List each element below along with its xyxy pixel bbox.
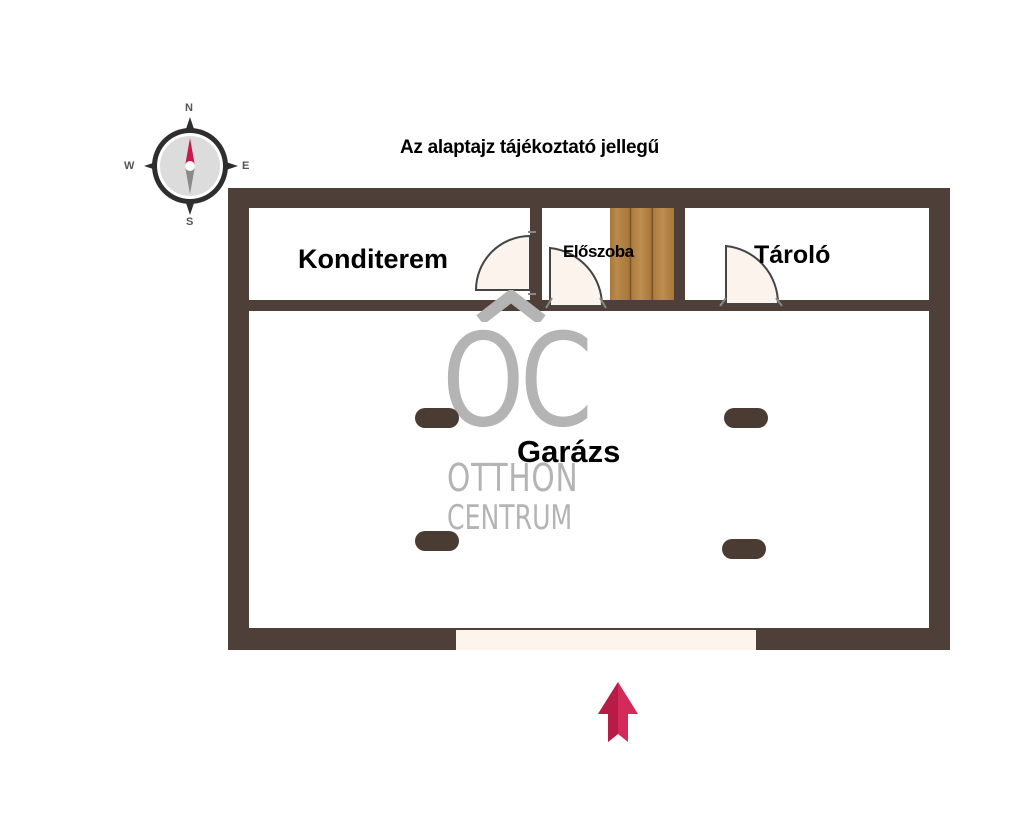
- doors: [474, 231, 783, 309]
- pillar: [722, 539, 766, 559]
- compass: N S W E: [118, 100, 263, 232]
- watermark-otthon: OTTHON: [447, 456, 579, 500]
- label-tarolo: Tároló: [754, 241, 831, 269]
- plan-title: Az alaptajz tájékoztató jellegű: [400, 137, 659, 158]
- watermark-chevron-icon: [476, 290, 546, 322]
- entrance-arrow-icon: [598, 682, 638, 742]
- compass-south-label: S: [186, 216, 194, 228]
- door-tarolo-icon: [719, 244, 783, 307]
- staircase: [610, 208, 674, 300]
- garage-door-opening: [456, 630, 756, 650]
- pillar: [724, 408, 768, 428]
- room-garazs: [249, 311, 929, 628]
- compass-west-label: W: [124, 160, 135, 172]
- label-konditerem: Konditerem: [298, 244, 449, 274]
- watermark-centrum: CENTRUM: [447, 498, 573, 538]
- door-eloszoba-icon: [545, 246, 607, 309]
- label-eloszoba: Előszoba: [563, 242, 634, 261]
- pillar: [415, 408, 459, 428]
- watermark-logo: OC: [442, 307, 593, 456]
- door-konditerem-icon: [474, 231, 536, 295]
- compass-rose-icon: [144, 117, 238, 215]
- label-garazs: Garázs: [517, 434, 621, 469]
- compass-north-label: N: [185, 102, 193, 114]
- compass-east-label: E: [242, 160, 250, 172]
- pillar: [415, 531, 459, 551]
